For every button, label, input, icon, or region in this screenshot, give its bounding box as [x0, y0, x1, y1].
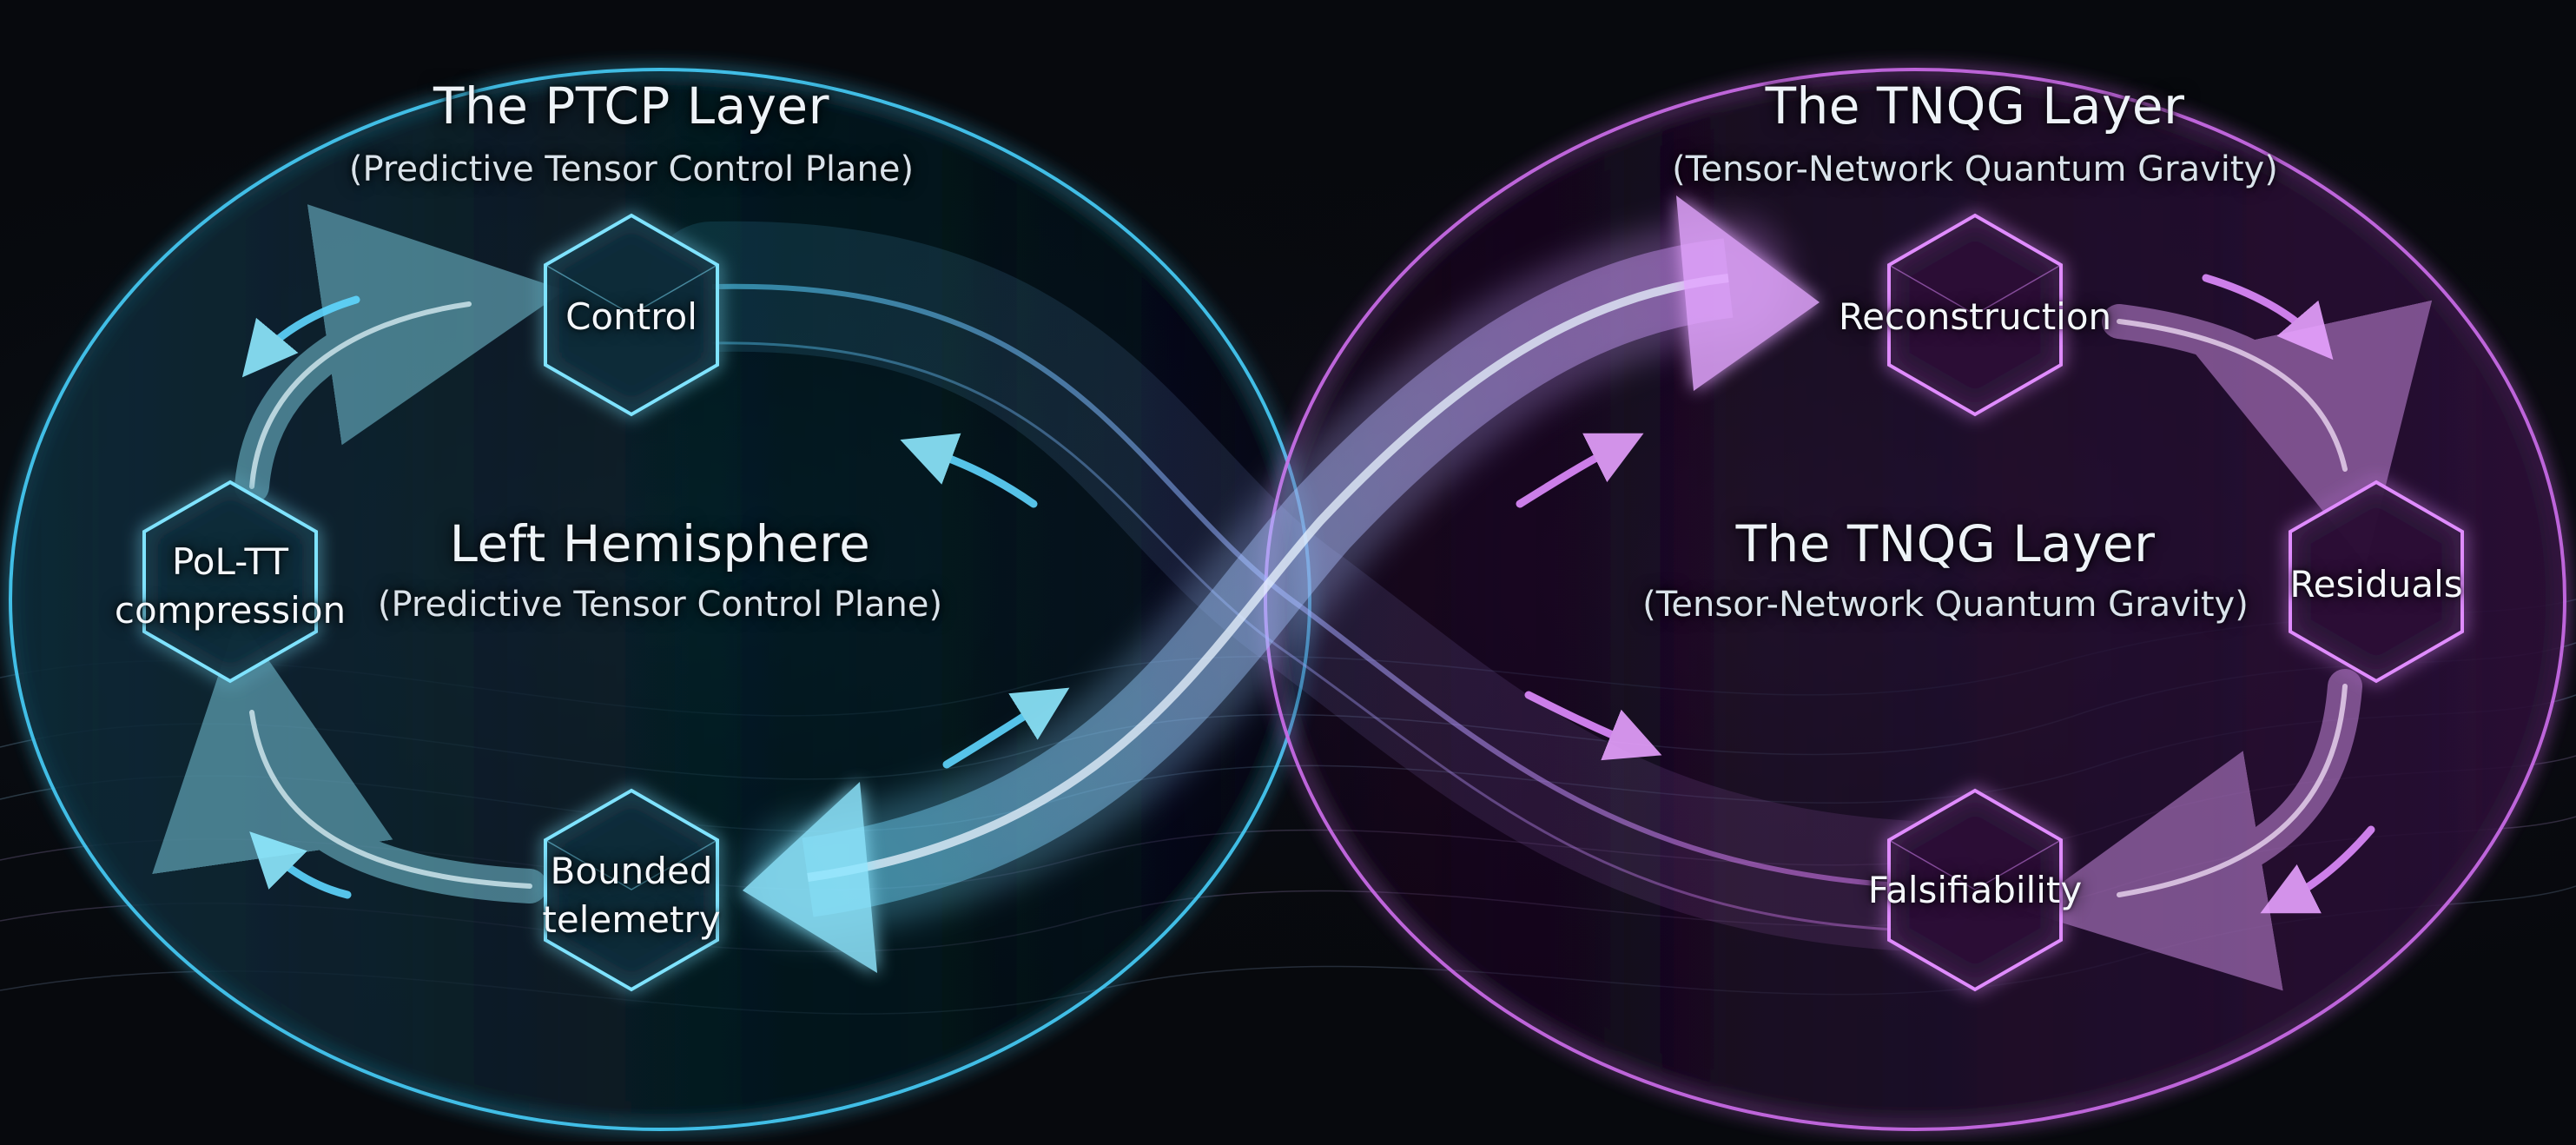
- node-control-hex: [544, 213, 719, 417]
- right-subtitle: (Tensor-Network Quantum Gravity): [1672, 149, 2278, 189]
- node-residuals-hex: [2289, 480, 2464, 684]
- right-center-title: The TNQG Layer: [1735, 514, 2156, 573]
- left-center-title: Left Hemisphere: [449, 514, 871, 573]
- right-center-subtitle: (Tensor-Network Quantum Gravity): [1642, 585, 2249, 625]
- node-falsifiability-hex: [1887, 788, 2063, 992]
- right-cycle-arrows: [1516, 274, 2433, 991]
- node-control-label: Control: [565, 295, 697, 338]
- node-compression-hex: [142, 480, 318, 684]
- node-compression-label-1: PoL-TT: [171, 540, 289, 583]
- left-title: The PTCP Layer: [433, 76, 829, 136]
- front-band-head-right: [1676, 195, 1820, 391]
- node-telemetry-label-2: telemetry: [542, 898, 721, 941]
- node-compression-label-2: compression: [114, 589, 347, 632]
- node-telemetry-label-1: Bounded: [550, 850, 713, 892]
- node-falsifiability-label: Falsifiability: [1867, 869, 2083, 911]
- right-title: The TNQG Layer: [1765, 76, 2185, 136]
- left-center-subtitle: (Predictive Tensor Control Plane): [377, 585, 943, 625]
- left-cycle-arrows: [152, 204, 1070, 903]
- node-residuals-label: Residuals: [2289, 563, 2463, 606]
- node-reconstruction-hex: [1887, 213, 2063, 417]
- front-band-head-left: [743, 782, 877, 973]
- front-band-arrow: [743, 195, 1820, 973]
- node-telemetry-hex: [544, 788, 719, 992]
- left-subtitle: (Predictive Tensor Control Plane): [348, 149, 915, 189]
- node-reconstruction-label: Reconstruction: [1838, 295, 2112, 338]
